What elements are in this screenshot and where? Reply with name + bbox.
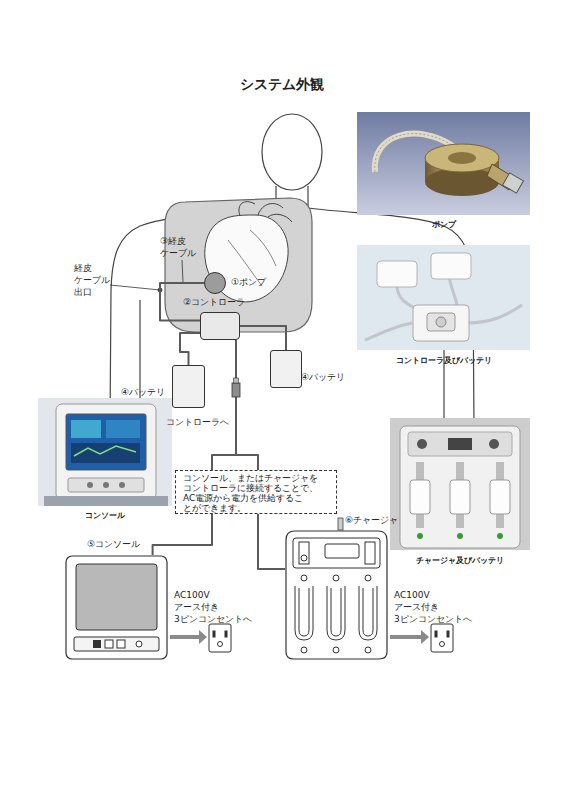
- power-label: AC100V アース付き 3ピンコンセントへ: [394, 589, 474, 625]
- callout-label: ⑥チャージャ: [345, 514, 398, 526]
- charger-unit: ⑥チャージャ: [285, 530, 388, 660]
- callout-label: ①ポンプ: [231, 276, 266, 288]
- charger-antenna: [338, 518, 343, 530]
- battery-box: ④バッテリ: [172, 365, 205, 408]
- ac-arrow-shaft: [170, 635, 200, 639]
- ac-arrow-shaft: [390, 635, 422, 639]
- heart: [205, 202, 292, 302]
- exit-leader: [110, 285, 160, 290]
- photo-panel: チャージャ及びバッテリ: [390, 418, 530, 550]
- ac-arrow-head: [199, 630, 207, 644]
- note-box: コンソール、またはチャージャを コントローラに接続することで、 AC電源から電力…: [175, 470, 337, 514]
- photo-caption: コンソール: [38, 510, 172, 522]
- photo-caption: ポンプ: [357, 219, 530, 231]
- console-photo: [38, 398, 172, 506]
- note-label: コントローラへ: [166, 416, 229, 428]
- pump-symbol: ①ポンプ: [204, 272, 226, 294]
- photo-caption: チャージャ及びバッテリ: [390, 555, 530, 567]
- callout-label: ⑤コンソール: [87, 538, 140, 550]
- wall-outlet: [431, 624, 453, 652]
- ac-arrow-head: [421, 630, 429, 644]
- leader-lines: [110, 260, 183, 292]
- controller-plug: [232, 378, 240, 397]
- wall-outlet: [209, 624, 231, 652]
- photo-panel: コンソール: [38, 398, 172, 506]
- photo-panel: コントローラ及びバッテリ: [357, 245, 530, 350]
- battery-box: ④バッテリ: [270, 350, 302, 388]
- controller-photo: [357, 245, 530, 350]
- cable-connector: [180, 333, 200, 365]
- photo-caption: コントローラ及びバッテリ: [357, 355, 530, 367]
- cable-leader: [182, 260, 183, 282]
- console-unit: ⑤コンソール: [65, 555, 168, 660]
- callout-label: ②コントローラ: [183, 296, 245, 308]
- power-label: AC100V アース付き 3ピンコンセントへ: [174, 589, 254, 625]
- part-label: 経皮 ケーブル 出口: [74, 262, 112, 298]
- controller-box: ②コントローラ: [200, 312, 240, 340]
- charger-photo: [390, 418, 530, 550]
- charger-drawing: [285, 530, 388, 660]
- cable-connector: [240, 326, 286, 350]
- console-drawing: [65, 555, 168, 660]
- note-text: コンソール、またはチャージャを コントローラに接続することで、 AC電源から電力…: [183, 473, 331, 513]
- page-title: システム外観: [0, 76, 563, 94]
- callout-label: ③経皮 ケーブル: [160, 235, 200, 259]
- pump-photo: [357, 112, 530, 215]
- callout-label: ④バッテリ: [301, 371, 345, 383]
- callout-label: ④バッテリ: [121, 386, 165, 398]
- photo-panel: ポンプ: [357, 112, 530, 215]
- head: [262, 114, 322, 190]
